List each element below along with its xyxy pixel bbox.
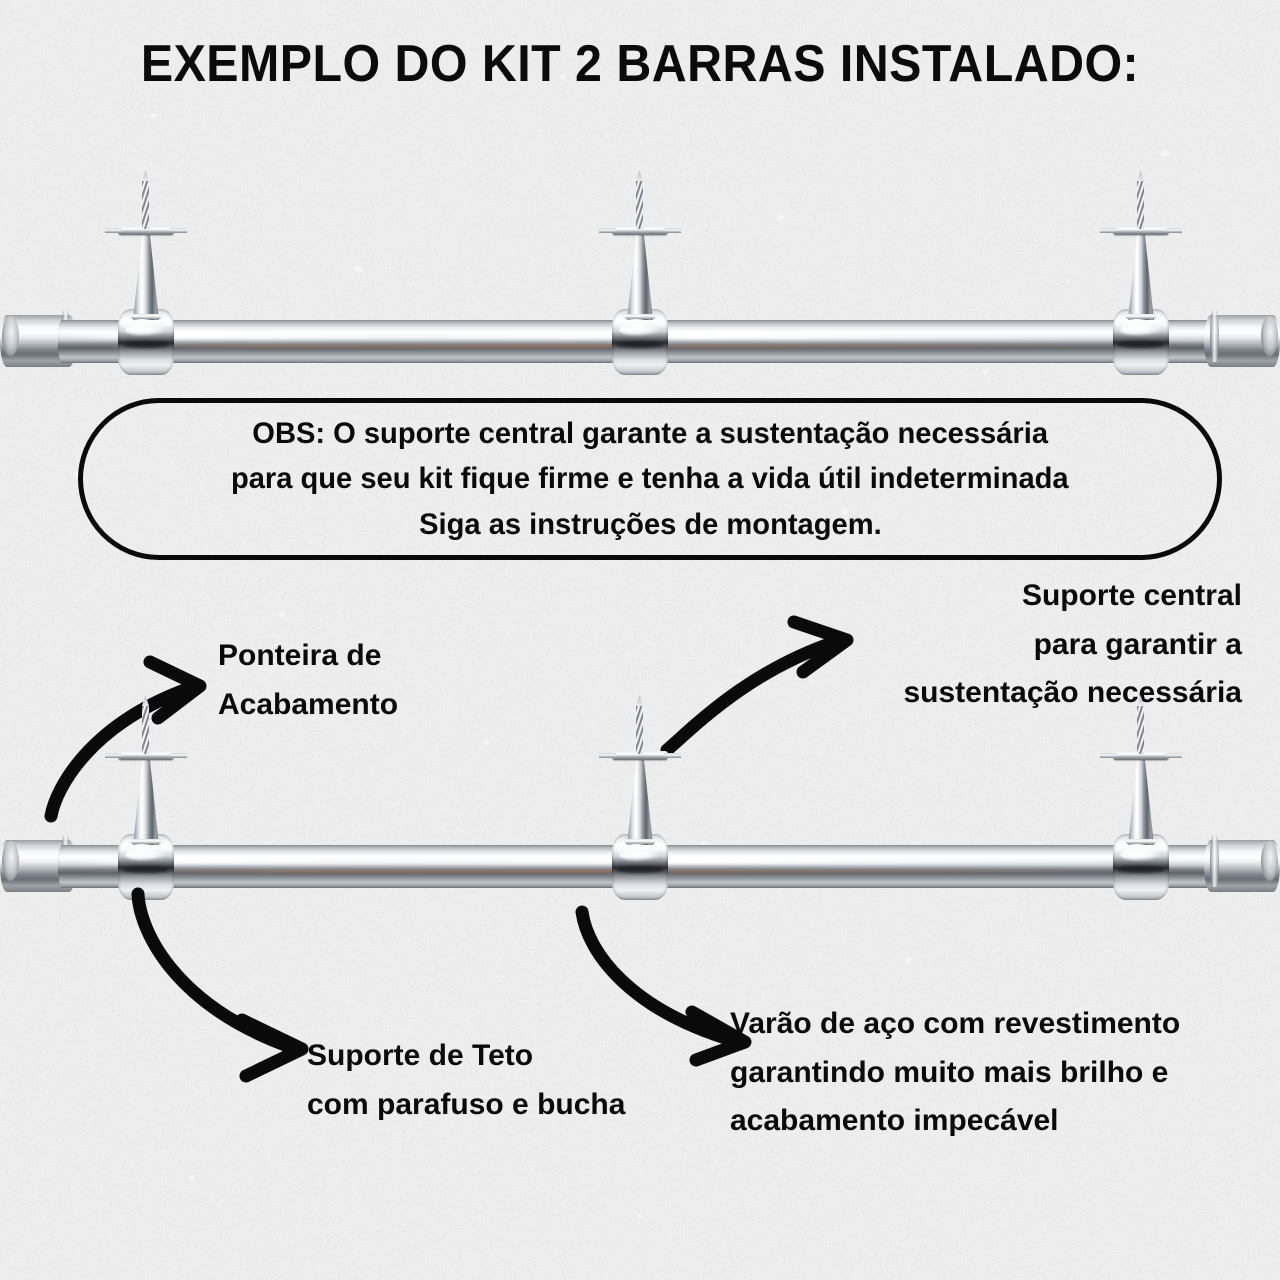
bracket-flange-wing-right bbox=[664, 228, 681, 233]
end-cap-right-icon bbox=[1204, 835, 1280, 892]
collar-shadow bbox=[122, 866, 170, 873]
bracket-collar bbox=[118, 309, 174, 375]
screw-tip-icon bbox=[142, 170, 149, 181]
page-title: EXEMPLO DO KIT 2 BARRAS INSTALADO: bbox=[140, 35, 1140, 93]
collar-highlight bbox=[1120, 848, 1162, 861]
screw-tip-icon bbox=[1137, 695, 1144, 706]
callout-suporte-central-line-3: sustentação necessária bbox=[903, 676, 1242, 710]
callout-varao-line-1: Varão de aço com revestimento bbox=[730, 1007, 1181, 1040]
bracket-flange-wing-left bbox=[599, 228, 616, 233]
bracket-flange-wing-left bbox=[105, 228, 122, 233]
note-line-2: para que seu kit fique firme e tenha a v… bbox=[231, 462, 1069, 496]
bracket-flange bbox=[1113, 751, 1169, 760]
arrow-to-varao bbox=[575, 905, 752, 1067]
end-cap-right-icon bbox=[1204, 310, 1280, 367]
screw-shaft-icon bbox=[1137, 706, 1144, 754]
callout-suporte-central: Suporte central para garantir a sustenta… bbox=[903, 572, 1242, 718]
note-box: OBS: O suporte central garante a sustent… bbox=[78, 398, 1222, 560]
curtain-rod-bottom bbox=[0, 695, 1280, 900]
collar-shadow bbox=[616, 866, 664, 873]
collar-shadow bbox=[616, 341, 664, 348]
bracket-post-base bbox=[625, 314, 655, 319]
bracket-flange-wing-left bbox=[1100, 228, 1117, 233]
bracket-post-base bbox=[625, 839, 655, 844]
bracket-flange-wing-right bbox=[1165, 753, 1182, 758]
bracket-flange bbox=[612, 751, 668, 760]
bracket-flange bbox=[118, 751, 174, 760]
screw-tip-icon bbox=[142, 695, 149, 706]
bracket-post-base bbox=[1126, 314, 1156, 319]
end-cap-ring bbox=[1210, 310, 1219, 362]
collar-highlight bbox=[619, 323, 661, 336]
bracket-collar bbox=[612, 834, 668, 900]
bracket-flange bbox=[118, 226, 174, 235]
screw-shaft-icon bbox=[142, 706, 149, 754]
bracket-flange-wing-right bbox=[664, 753, 681, 758]
end-cap-face bbox=[2, 316, 19, 356]
bracket-collar bbox=[118, 834, 174, 900]
collar-shadow bbox=[1117, 341, 1165, 348]
callout-suporte-teto: Suporte de Teto com parafuso e bucha bbox=[307, 1032, 625, 1129]
curtain-rod-top bbox=[0, 170, 1280, 375]
callout-ponteira-line-1: Ponteira de bbox=[218, 639, 382, 672]
bracket-flange-wing-left bbox=[105, 753, 122, 758]
callout-suporte-teto-line-1: Suporte de Teto bbox=[307, 1039, 534, 1072]
screw-shaft-icon bbox=[142, 181, 149, 229]
end-cap-face bbox=[1261, 316, 1278, 356]
arrow-to-suporte-central bbox=[660, 615, 854, 757]
screw-tip-icon bbox=[636, 170, 643, 181]
note-line-1: OBS: O suporte central garante a sustent… bbox=[252, 416, 1048, 450]
bracket-flange-wing-right bbox=[170, 753, 187, 758]
collar-highlight bbox=[125, 848, 167, 861]
bracket-flange bbox=[612, 226, 668, 235]
arrow-to-suporte-teto bbox=[131, 887, 309, 1083]
callout-suporte-teto-line-2: com parafuso e bucha bbox=[307, 1087, 626, 1121]
bracket-collar bbox=[1113, 834, 1169, 900]
bracket-collar bbox=[1113, 309, 1169, 375]
bracket-flange-wing-right bbox=[1165, 228, 1182, 233]
collar-shadow bbox=[1117, 866, 1165, 873]
bracket-flange-wing-left bbox=[599, 753, 616, 758]
callout-ponteira: Ponteira de Acabamento bbox=[218, 632, 398, 729]
callout-varao-line-2: garantindo muito mais brilho e bbox=[730, 1055, 1169, 1089]
bracket-flange-wing-left bbox=[1100, 753, 1117, 758]
callout-varao: Varão de aço com revestimento garantindo… bbox=[730, 1000, 1180, 1146]
bracket-post-base bbox=[131, 314, 161, 319]
screw-shaft-icon bbox=[636, 181, 643, 229]
collar-highlight bbox=[1120, 323, 1162, 336]
note-line-3: Siga as instruções de montagem. bbox=[418, 507, 882, 541]
bracket-collar bbox=[612, 309, 668, 375]
screw-tip-icon bbox=[1137, 170, 1144, 181]
bracket-flange-wing-right bbox=[170, 228, 187, 233]
end-cap-face bbox=[2, 841, 19, 881]
bracket-flange bbox=[1113, 226, 1169, 235]
screw-shaft-icon bbox=[636, 706, 643, 754]
arrow-to-ponteira bbox=[44, 655, 207, 823]
callout-ponteira-line-2: Acabamento bbox=[218, 687, 399, 721]
end-cap-face bbox=[1261, 841, 1278, 881]
callout-varao-line-3: acabamento impecável bbox=[730, 1104, 1059, 1138]
collar-highlight bbox=[619, 848, 661, 861]
callout-suporte-central-line-1: Suporte central bbox=[1021, 579, 1242, 612]
collar-highlight bbox=[125, 323, 167, 336]
screw-shaft-icon bbox=[1137, 181, 1144, 229]
end-cap-ring bbox=[1210, 835, 1219, 887]
bracket-post-base bbox=[131, 839, 161, 844]
callout-suporte-central-line-2: para garantir a bbox=[1033, 627, 1242, 661]
bracket-post-base bbox=[1126, 839, 1156, 844]
screw-tip-icon bbox=[636, 695, 643, 706]
collar-shadow bbox=[122, 341, 170, 348]
